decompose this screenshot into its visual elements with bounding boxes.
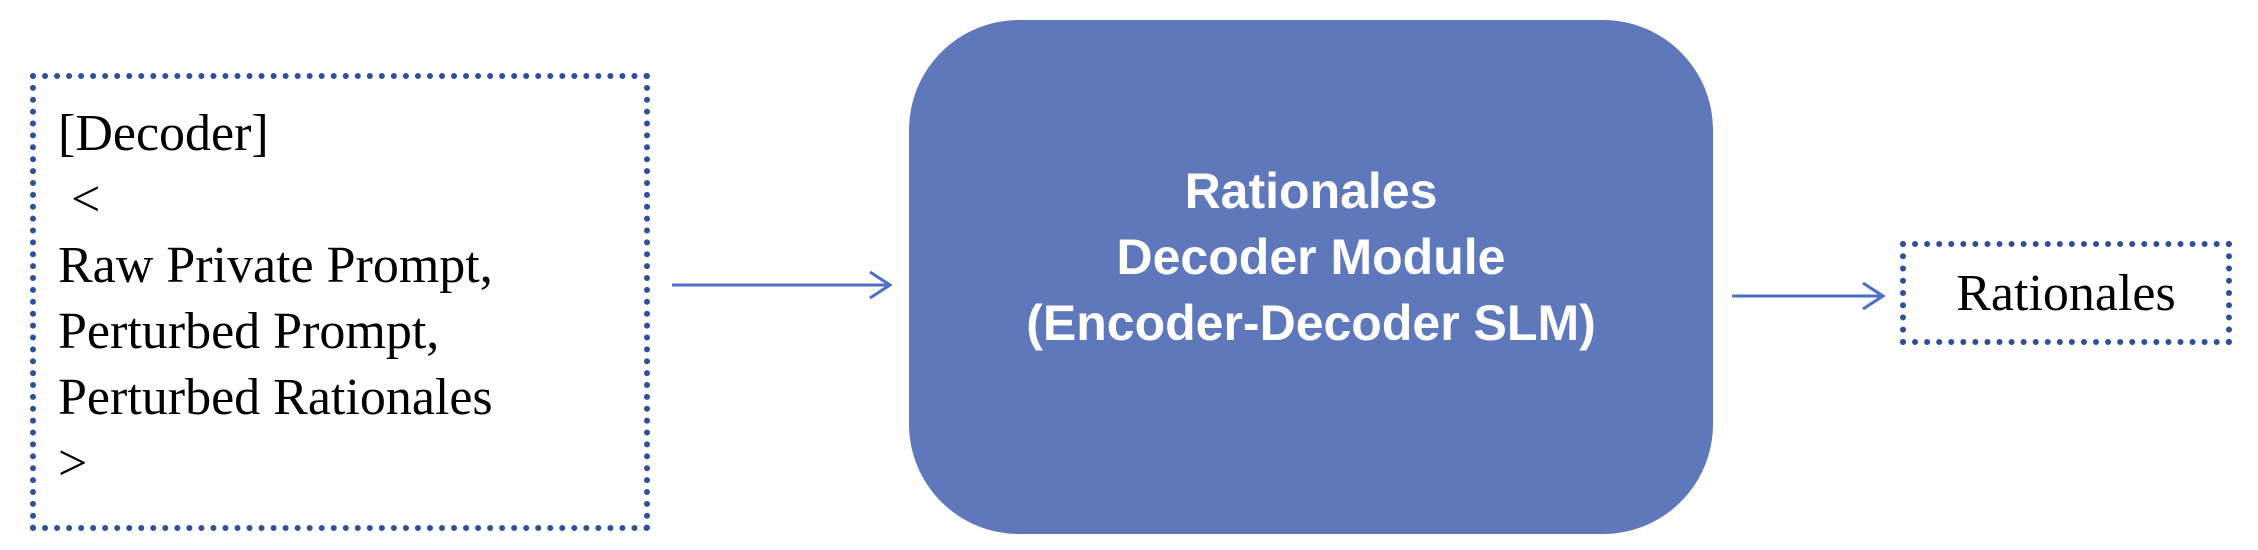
module-subtitle: (Encoder-Decoder SLM)	[1026, 295, 1596, 351]
rationales-decoder-module: Rationales Decoder Module (Encoder-Decod…	[909, 20, 1713, 534]
output-label: Rationales	[1956, 264, 2176, 322]
module-to-output-arrow	[1732, 281, 1886, 311]
input-line-raw-private-prompt: Raw Private Prompt,	[58, 237, 493, 294]
input-line-perturbed-rationales: Perturbed Rationales	[58, 369, 493, 426]
rationales-output-box: Rationales	[1900, 241, 2232, 345]
input-line-open-bracket: <	[58, 171, 101, 228]
input-line-perturbed-prompt: Perturbed Prompt,	[58, 303, 440, 360]
input-line-close-bracket: >	[58, 435, 88, 492]
input-to-module-arrow	[672, 270, 893, 300]
input-line-decoder-tag: [Decoder]	[58, 105, 269, 162]
decoder-input-box: [Decoder] < Raw Private Prompt, Perturbe…	[30, 73, 650, 531]
module-title-line-1: Rationales	[1184, 163, 1438, 219]
module-title-line-2: Decoder Module	[1116, 229, 1506, 285]
